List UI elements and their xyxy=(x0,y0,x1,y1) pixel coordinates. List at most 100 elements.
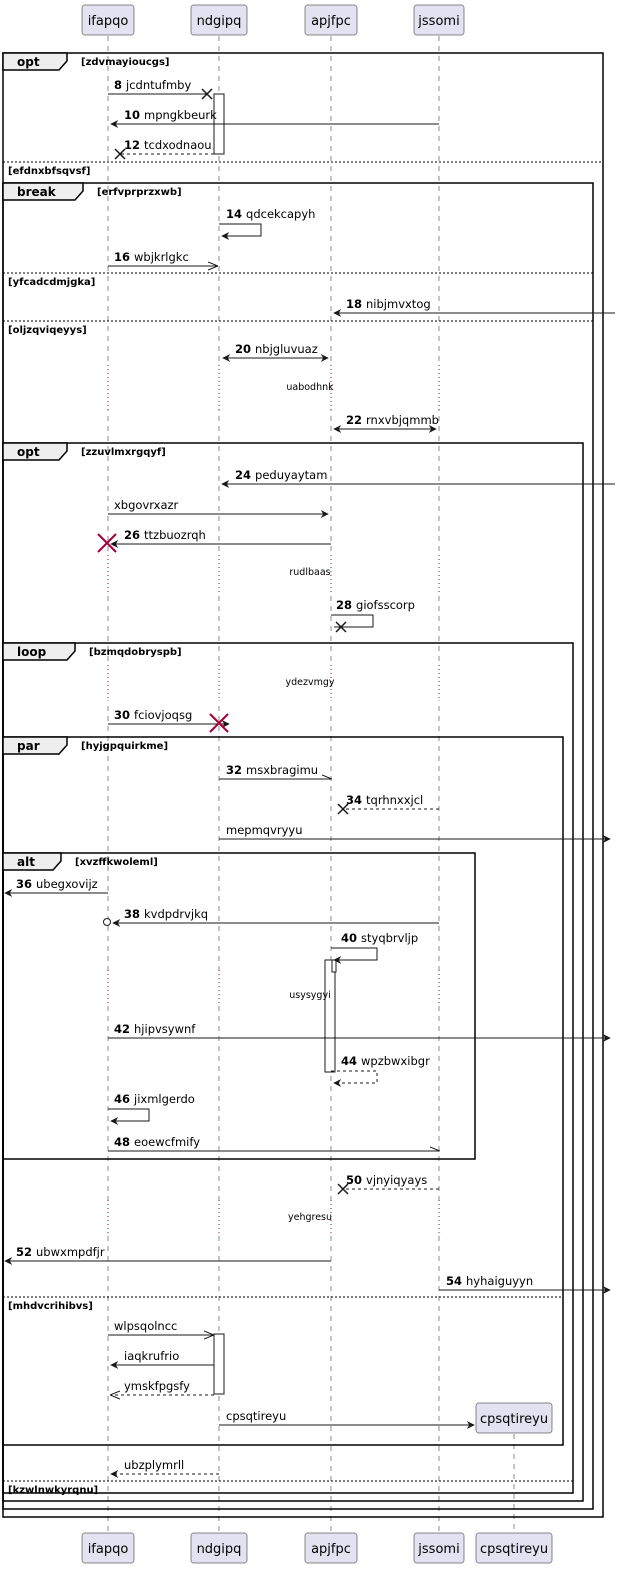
participant-label: apjfpc xyxy=(311,1542,351,1557)
message-label: 38 kvdpdrvjkq xyxy=(124,907,208,921)
destroy-x-icon xyxy=(114,148,126,160)
delay-label: usysygyi xyxy=(289,990,330,1001)
delay-gap xyxy=(438,365,440,410)
activation-bar xyxy=(213,1333,225,1395)
fragment-guard: [hyjgpquirkme] xyxy=(81,741,168,752)
delay-gap xyxy=(107,1200,109,1235)
participant-box xyxy=(413,4,465,36)
fragment-border xyxy=(2,852,476,1160)
fragment-tab xyxy=(2,736,68,755)
delay-label: ydezvmgy xyxy=(285,677,334,688)
delay-gap xyxy=(330,365,332,410)
message-label: 8 jcdntufmby xyxy=(114,78,191,92)
participants: ifapqo ifapqo ndgipq ndgipq apjfpc apjfpc jsso… xyxy=(81,4,553,1564)
participant-label: ifapqo xyxy=(88,1542,129,1557)
participant-box xyxy=(81,1532,135,1564)
participant-ndgipq-bottom: ndgipq xyxy=(190,1532,248,1564)
fragment-guard: [erfvprprzxwb] xyxy=(97,187,182,198)
participant-box xyxy=(475,1532,553,1564)
participant-label: ndgipq xyxy=(197,1542,242,1557)
participant-cpsqtireyu-top: cpsqtireyu xyxy=(475,1402,553,1434)
message-label: xbgovrxazr xyxy=(114,498,179,512)
activation-bar xyxy=(324,959,336,1073)
participant-label: cpsqtireyu xyxy=(480,1542,548,1557)
message-label: 24 peduyaytam xyxy=(235,468,327,482)
message-line xyxy=(219,223,262,240)
message-line xyxy=(331,1070,378,1087)
destroy-x-icon xyxy=(337,803,349,815)
participant-apjfpc-top: apjfpc xyxy=(304,4,358,36)
message-label: 46 jixmlgerdo xyxy=(114,1092,195,1106)
message-label: 14 qdcekcapyh xyxy=(226,207,315,221)
delay-gap xyxy=(438,1200,440,1235)
fragment-header-opt: opt[zzuvlmxrgqyf] xyxy=(2,442,166,461)
delay-gap xyxy=(218,665,220,700)
fragment-guard: [xvzffkwoleml] xyxy=(75,857,158,868)
message-label: 34 tqrhnxxjcl xyxy=(346,793,423,807)
participant-ndgipq-top: ndgipq xyxy=(190,4,248,36)
message-line xyxy=(331,614,374,628)
participant-box xyxy=(304,1532,358,1564)
message-label: 44 wpzbwxibgr xyxy=(341,1054,430,1068)
delay-label: rudlbaas xyxy=(289,567,330,578)
fragment-keyword: loop xyxy=(17,645,47,659)
participant-label: jssomi xyxy=(417,1542,459,1557)
fragment-keyword: par xyxy=(17,739,40,753)
participant-box xyxy=(190,4,248,36)
message-label: cpsqtireyu xyxy=(226,1409,286,1423)
message-line xyxy=(331,947,378,964)
messages: uabodhnkrudlbaasydezvmgyusysygyiyehgresu… xyxy=(4,78,615,1478)
fragment-tab xyxy=(2,442,68,461)
fragment-keyword: opt xyxy=(17,55,40,69)
message-label: 48 eoewcfmify xyxy=(114,1135,200,1149)
participant-label: ifapqo xyxy=(88,14,129,29)
activation-bar xyxy=(331,959,337,973)
message-label: iaqkrufrio xyxy=(124,1349,179,1363)
fragment-guard: [efdnxbfsqvsf] xyxy=(8,166,90,177)
delay-gap xyxy=(107,365,109,410)
participant-ifapqo-top: ifapqo xyxy=(81,4,135,36)
delay-gap xyxy=(330,1200,332,1235)
message-label: 54 hyhaiguyyn xyxy=(446,1274,533,1288)
destroy-x-icon xyxy=(335,621,347,633)
message-label: ubzplymrll xyxy=(124,1458,184,1472)
delay-gap xyxy=(438,970,440,1005)
self-message-arrow xyxy=(331,614,374,628)
fragment-header-alt: alt[xvzffkwoleml] xyxy=(2,852,158,871)
delay-gap xyxy=(107,970,109,1005)
self-message-arrow xyxy=(331,947,378,964)
fragment-guard: [mhdvcrihibvs] xyxy=(8,1301,93,1312)
destroy-x-icon xyxy=(97,533,117,553)
self-message-arrow xyxy=(219,223,262,240)
fragment-guard: [oljzqviqeyys] xyxy=(8,325,87,336)
lost-message-circle-icon xyxy=(103,918,111,926)
message-label: 16 wbjkrlgkc xyxy=(114,250,189,264)
message-label: 50 vjnyiqyays xyxy=(346,1173,427,1187)
message-label: 10 mpngkbeurk xyxy=(124,108,217,122)
fragment-guard: [kzwlnwkyrqnu] xyxy=(8,1485,98,1496)
participant-label: apjfpc xyxy=(311,14,351,29)
fragment-keyword: break xyxy=(17,185,57,199)
message-label: mepmqvryyu xyxy=(226,823,303,837)
destroy-x-icon xyxy=(201,88,213,100)
delay-label: uabodhnk xyxy=(286,382,334,393)
participant-box xyxy=(413,1532,465,1564)
message-line xyxy=(108,1108,150,1125)
lifelines xyxy=(107,36,515,1533)
fragment-tab xyxy=(2,642,76,661)
message-label: 52 ubwxmpdfjr xyxy=(16,1245,105,1259)
destroy-x-icon xyxy=(209,713,229,733)
combined-fragments: opt[zdvmayioucgs]break[erfvprprzxwb]opt[… xyxy=(2,52,604,1518)
delay-gap xyxy=(218,1200,220,1235)
fragment-header-loop: loop [bzmqdobryspb] xyxy=(2,642,182,661)
message-label: 12 tcdxodnaou xyxy=(124,138,212,152)
fragment-tab xyxy=(2,182,84,201)
message-label: 28 giofsscorp xyxy=(336,598,415,612)
self-message-arrow xyxy=(331,1070,378,1087)
fragment-header-par: par [hyjgpquirkme] xyxy=(2,736,168,755)
message-label: 36 ubegxovijz xyxy=(16,877,98,891)
fragment-guard: [bzmqdobryspb] xyxy=(89,647,182,658)
participant-label: ndgipq xyxy=(197,14,242,29)
fragment-tab xyxy=(2,852,62,871)
